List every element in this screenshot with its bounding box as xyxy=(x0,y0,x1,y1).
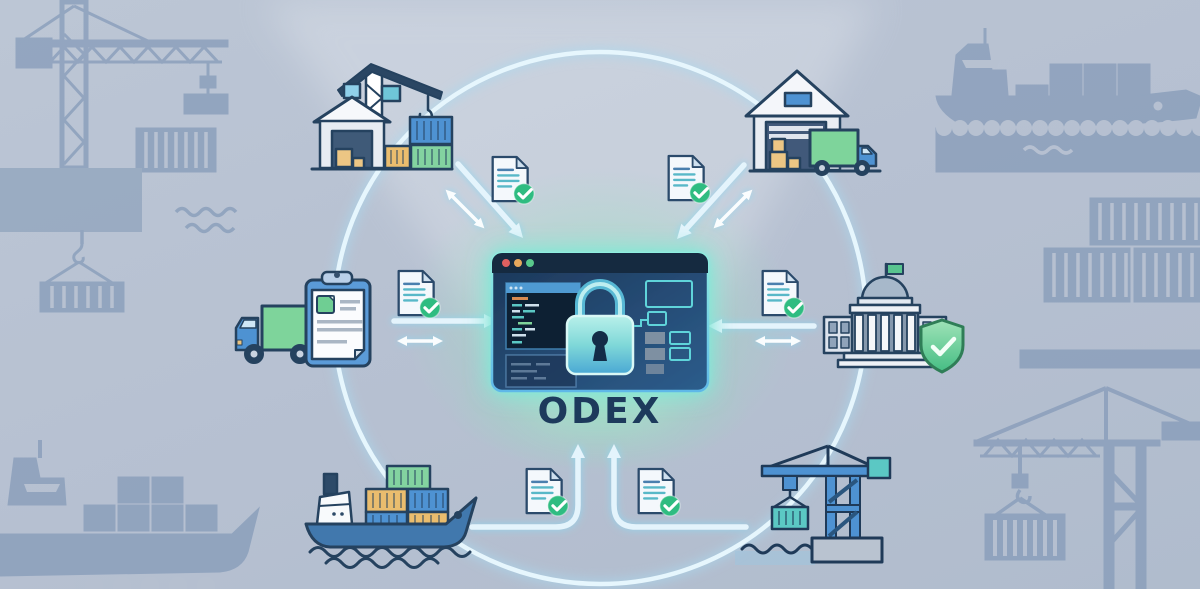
delivery-truck-with-clipboard-icon xyxy=(234,270,372,368)
bg-cargo-ship-icon xyxy=(0,440,260,589)
two-way-exchange-arrows xyxy=(397,189,801,346)
minimize-icon xyxy=(514,259,522,267)
secondary-panel xyxy=(505,354,577,388)
close-icon xyxy=(502,259,510,267)
padlock-icon xyxy=(565,279,635,376)
window-title-bar xyxy=(492,253,708,273)
container-cargo-ship-icon xyxy=(304,464,478,569)
warehouse-with-truck-icon xyxy=(744,69,882,176)
bg-container-stacks-icon xyxy=(1043,197,1200,303)
traffic-light-buttons xyxy=(502,259,534,267)
inbound-arrows xyxy=(391,161,817,530)
document-check-icon xyxy=(761,269,805,319)
maximize-icon xyxy=(526,259,534,267)
shield-check-icon xyxy=(919,318,965,374)
bg-harbor-crane-icon xyxy=(973,349,1200,589)
container-terminal-crane-icon xyxy=(310,63,454,171)
bg-tower-crane-icon xyxy=(0,0,238,313)
bg-cargo-ship-top-right-icon xyxy=(935,28,1200,173)
secure-platform-window xyxy=(490,251,710,393)
harbor-container-crane-icon xyxy=(735,444,892,565)
document-check-icon xyxy=(525,467,569,517)
document-check-icon xyxy=(637,467,681,517)
customs-government-building-icon xyxy=(822,262,965,374)
platform-label: ODEX xyxy=(538,391,663,432)
workflow-widgets xyxy=(634,280,693,374)
